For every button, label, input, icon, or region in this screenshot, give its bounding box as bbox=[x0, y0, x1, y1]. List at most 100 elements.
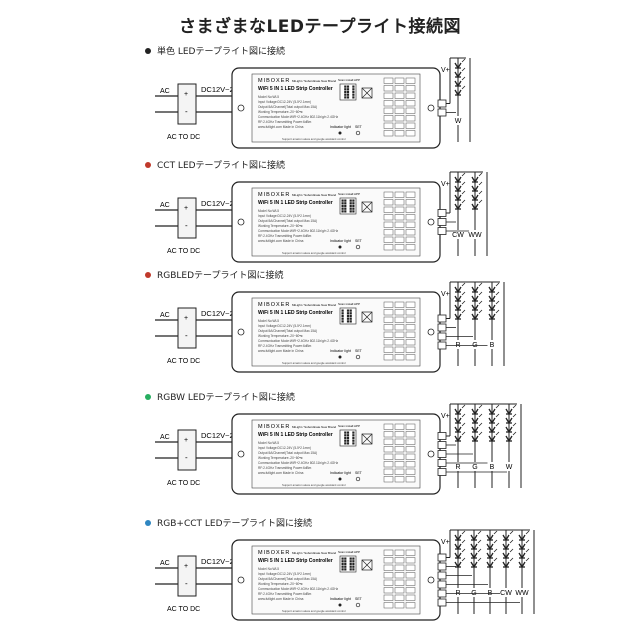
mounting-hole bbox=[427, 450, 435, 458]
ac-label: AC bbox=[160, 434, 170, 441]
terminal-slot bbox=[383, 453, 394, 460]
plus-sign: + bbox=[184, 437, 188, 444]
spec-line: www.futlight.com Made in China bbox=[258, 597, 304, 601]
terminal-slot bbox=[383, 85, 394, 92]
mounting-hole bbox=[427, 104, 435, 112]
spec-line: Output:5A/Channel(Total output Max.15A) bbox=[258, 105, 317, 109]
vplus-label: V+ bbox=[441, 539, 450, 546]
terminal-slot bbox=[383, 316, 394, 323]
page-title: さまざまなLEDテープライト接続図 bbox=[178, 17, 462, 37]
spec-line: Output:5A/Channel(Total output Max.15A) bbox=[258, 219, 317, 223]
mounting-hole bbox=[427, 576, 435, 584]
terminal-slot bbox=[405, 354, 416, 361]
terminal-slot bbox=[394, 431, 405, 438]
output-terminal bbox=[437, 450, 447, 458]
ac-label: AC bbox=[160, 312, 170, 319]
terminal-slot bbox=[405, 346, 416, 353]
output-terminal bbox=[437, 341, 447, 350]
terminal-slot bbox=[383, 122, 394, 129]
terminal-slot bbox=[394, 301, 405, 308]
channel-label: W bbox=[455, 118, 462, 125]
qr-code-icon bbox=[339, 555, 357, 573]
dc-voltage-label: DC12V~24V bbox=[201, 431, 243, 440]
set-label: SET bbox=[355, 239, 363, 243]
mounting-hole bbox=[237, 104, 245, 112]
recycle-bin-icon bbox=[361, 433, 373, 445]
terminal-slot bbox=[383, 115, 394, 122]
product-name: WiFi 5 IN 1 LED Strip Controller bbox=[258, 558, 333, 564]
terminal-slot bbox=[405, 431, 416, 438]
terminal-slot bbox=[394, 446, 405, 453]
bullet-icon bbox=[145, 393, 151, 400]
terminal-slot bbox=[394, 354, 405, 361]
output-terminal bbox=[437, 459, 447, 467]
indicator-label: Indicator light bbox=[330, 349, 351, 353]
spec-line: RF:2.4GHz Transmitting Power:6dBm bbox=[258, 120, 312, 124]
terminal-slot bbox=[383, 564, 394, 571]
terminal-slot bbox=[394, 602, 405, 609]
bullet-icon bbox=[145, 161, 151, 168]
power-adapter bbox=[177, 197, 197, 239]
brand-name: MIBOXER bbox=[258, 550, 290, 556]
scan-label: Scan install APP bbox=[338, 302, 360, 306]
set-label: SET bbox=[355, 349, 363, 353]
terminal-slot bbox=[383, 92, 394, 99]
terminal-slot bbox=[405, 549, 416, 556]
spec-line: Model No:WL5 bbox=[258, 209, 279, 213]
mounting-hole bbox=[237, 450, 245, 458]
section-heading: CCT LEDテープライト図に接続 bbox=[145, 158, 285, 171]
terminal-slot bbox=[394, 107, 405, 114]
channel-label: WW bbox=[515, 590, 529, 597]
dc-voltage-label: DC12V~24V bbox=[201, 557, 243, 566]
minus-sign: - bbox=[185, 221, 188, 230]
terminal-slot bbox=[394, 423, 405, 430]
recycle-bin-icon bbox=[361, 559, 373, 571]
channel-label: B bbox=[490, 342, 495, 349]
channel-label: B bbox=[490, 464, 495, 471]
output-terminal bbox=[437, 209, 447, 217]
terminal-slot bbox=[405, 92, 416, 99]
ac-label: AC bbox=[160, 88, 170, 95]
terminal-slot bbox=[394, 229, 405, 236]
terminal-slot bbox=[405, 316, 416, 323]
terminal-slot bbox=[394, 77, 405, 84]
power-adapter bbox=[177, 307, 197, 349]
spec-line: RF:2.4GHz Transmitting Power:6dBm bbox=[258, 344, 312, 348]
set-button-icon bbox=[355, 476, 361, 482]
terminal-slot bbox=[405, 244, 416, 251]
output-terminal bbox=[437, 332, 447, 341]
terminal-slot bbox=[383, 77, 394, 84]
adapter-label: AC TO DC bbox=[167, 358, 200, 365]
terminal-slot bbox=[394, 115, 405, 122]
recycle-bin-icon bbox=[361, 311, 373, 323]
spec-line: www.futlight.com Made in China bbox=[258, 349, 304, 353]
indicator-label: Indicator light bbox=[330, 239, 351, 243]
support-note: Support amazon alexa and google assistan… bbox=[282, 251, 346, 255]
spec-line: Output:5A/Channel(Total output Max.15A) bbox=[258, 329, 317, 333]
terminal-slot bbox=[405, 229, 416, 236]
support-note: Support amazon alexa and google assistan… bbox=[282, 609, 346, 613]
terminal-slot bbox=[405, 221, 416, 228]
set-button-icon bbox=[355, 244, 361, 250]
terminal-slot bbox=[383, 602, 394, 609]
spec-line: Working Temperature:-20~60℃ bbox=[258, 224, 303, 228]
spec-line: Model No:WL5 bbox=[258, 319, 279, 323]
support-note: Support amazon alexa and google assistan… bbox=[282, 483, 346, 487]
spec-line: RF:2.4GHz Transmitting Power:6dBm bbox=[258, 466, 312, 470]
adapter-label: AC TO DC bbox=[167, 480, 200, 487]
recycle-bin-icon bbox=[361, 201, 373, 213]
terminal-slot bbox=[394, 100, 405, 107]
terminal-slot bbox=[383, 468, 394, 475]
terminal-slot bbox=[383, 461, 394, 468]
terminal-slot bbox=[394, 468, 405, 475]
terminal-slot bbox=[394, 339, 405, 346]
terminal-slot bbox=[394, 549, 405, 556]
channel-label: CW bbox=[500, 590, 512, 597]
terminal-slot bbox=[383, 244, 394, 251]
output-terminal bbox=[437, 598, 447, 607]
brand-name: MIBOXER bbox=[258, 78, 290, 84]
mounting-hole bbox=[237, 328, 245, 336]
